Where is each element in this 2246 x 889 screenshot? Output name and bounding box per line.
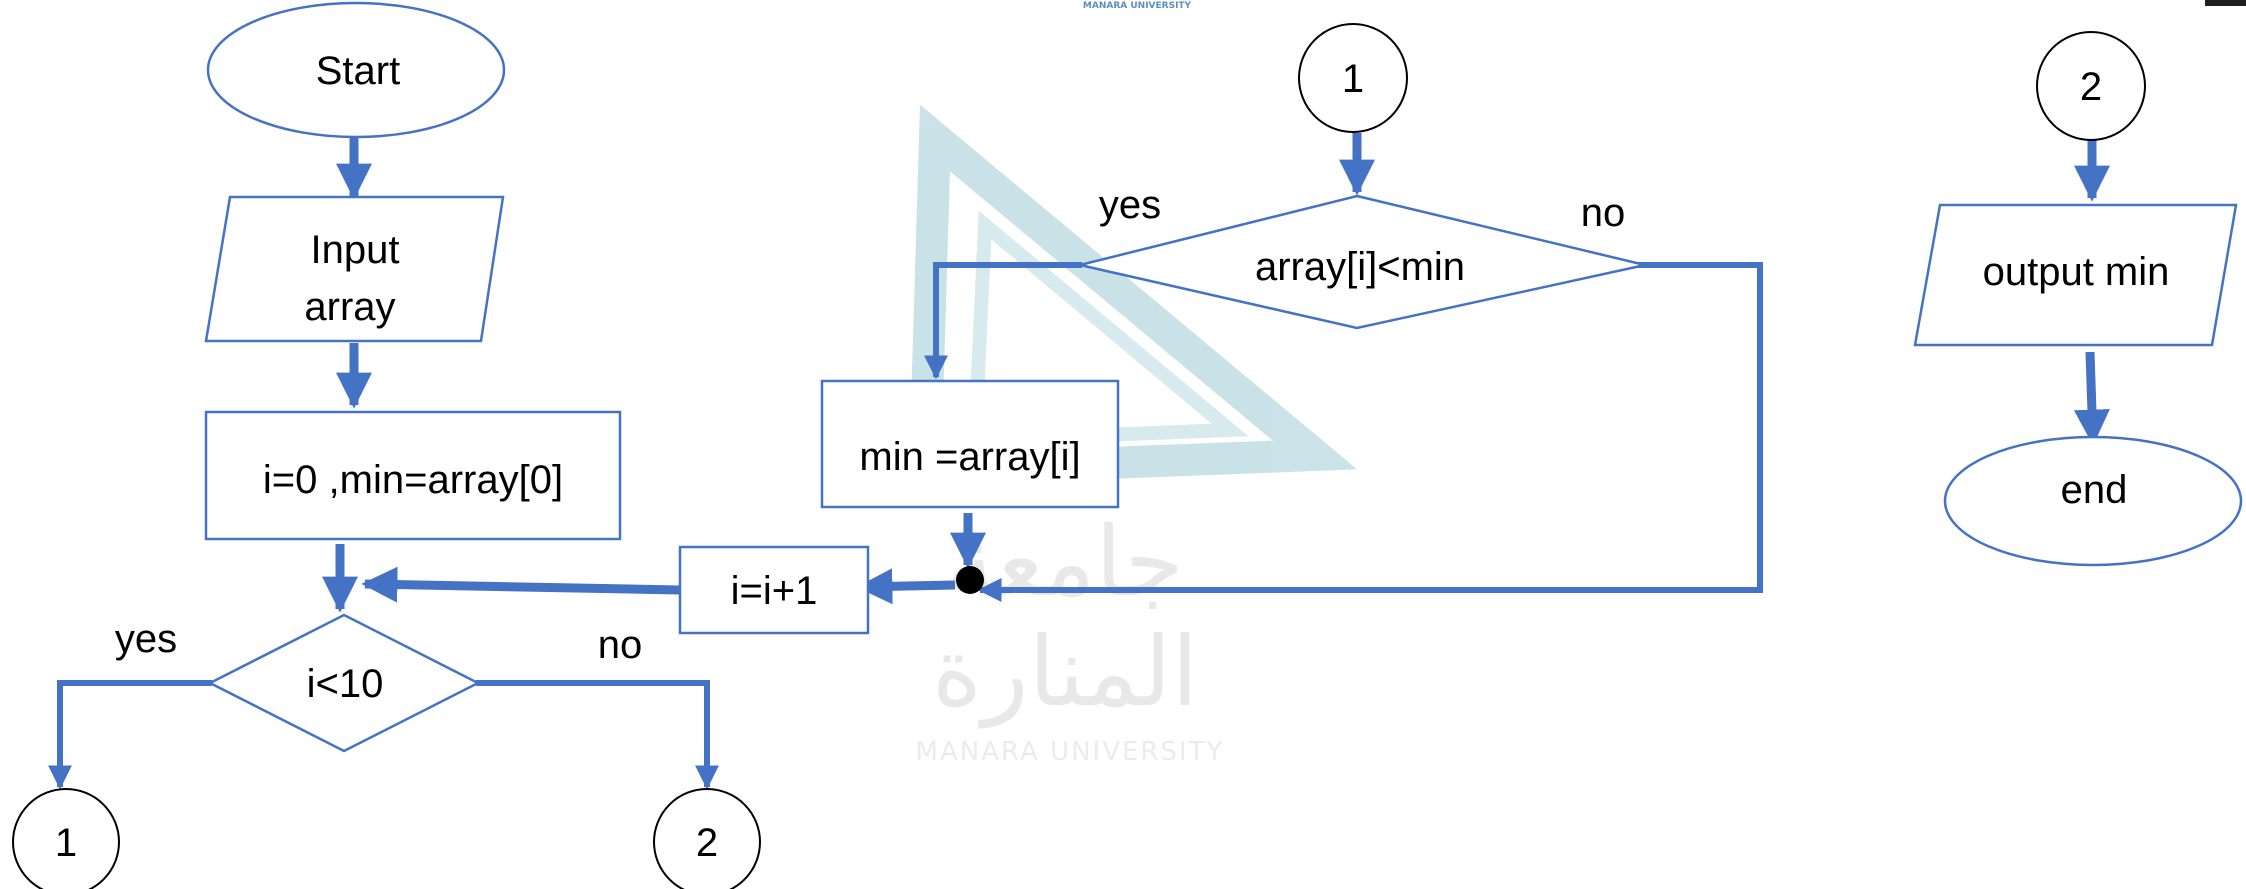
watermark-triangle-icon — [908, 104, 1358, 487]
compare-label: array[i]<min — [1255, 245, 1465, 289]
start-label: Start — [316, 49, 400, 93]
arrow-output-to-end — [2073, 351, 2110, 446]
loop-test-label: i<10 — [307, 662, 384, 706]
output-label: output min — [1983, 250, 2170, 294]
arrow-junction-to-increment — [856, 568, 956, 605]
connector-1-top: 1 — [1298, 23, 1408, 133]
connector-2-top: 2 — [2036, 31, 2146, 141]
header-watermark-latin: MANARA UNIVERSITY — [1083, 1, 1192, 11]
loop-decision-node: i<10 — [207, 613, 481, 753]
watermark-arabic-line1: جامعة — [946, 506, 1184, 618]
end-node: end — [1943, 435, 2243, 567]
assign-process-node: min =array[i] — [820, 379, 1120, 509]
arrow-no-to-connector-2 — [476, 680, 719, 790]
increment-label: i=i+1 — [731, 569, 818, 613]
connector-1-bottom-label: 1 — [55, 821, 77, 865]
init-process-node: i=0 ,min=array[0] — [204, 410, 622, 541]
init-label: i=0 ,min=array[0] — [263, 458, 563, 502]
arrow-compare-yes-to-assign — [924, 262, 1082, 380]
connector-2-bottom: 2 — [653, 788, 761, 889]
connector-1-bottom: 1 — [12, 788, 120, 889]
assign-label: min =array[i] — [859, 435, 1080, 479]
watermark-arabic-line2: المنارة — [932, 616, 1198, 728]
compare-yes-label: yes — [1099, 183, 1161, 227]
header-top-right-mark — [2205, 0, 2246, 6]
input-node: Input array — [204, 195, 505, 343]
arrow-compare-no-to-junction — [977, 262, 1763, 602]
connector-1-top-label: 1 — [1342, 57, 1364, 101]
output-node: output min — [1913, 203, 2238, 347]
arrow-increment-to-loop — [361, 566, 681, 603]
watermark-latin: MANARA UNIVERSITY — [916, 737, 1225, 767]
compare-decision-node: array[i]<min — [1079, 194, 1646, 330]
watermark-logo: جامعة المنارة MANARA UNIVERSITY — [908, 104, 1358, 767]
input-label-line1: Input — [311, 228, 400, 272]
input-label-line2: array — [304, 285, 395, 329]
connector-2-top-label: 2 — [2080, 65, 2102, 109]
compare-no-label: no — [1581, 191, 1626, 235]
connector-2-bottom-label: 2 — [696, 821, 718, 865]
arrow-yes-to-connector-1 — [48, 680, 212, 790]
increment-process-node: i=i+1 — [678, 545, 870, 635]
end-label: end — [2061, 468, 2128, 512]
loop-yes-label: yes — [115, 617, 177, 661]
start-node: Start — [206, 1, 506, 139]
junction-dot — [956, 566, 984, 594]
loop-no-label: no — [598, 623, 643, 667]
